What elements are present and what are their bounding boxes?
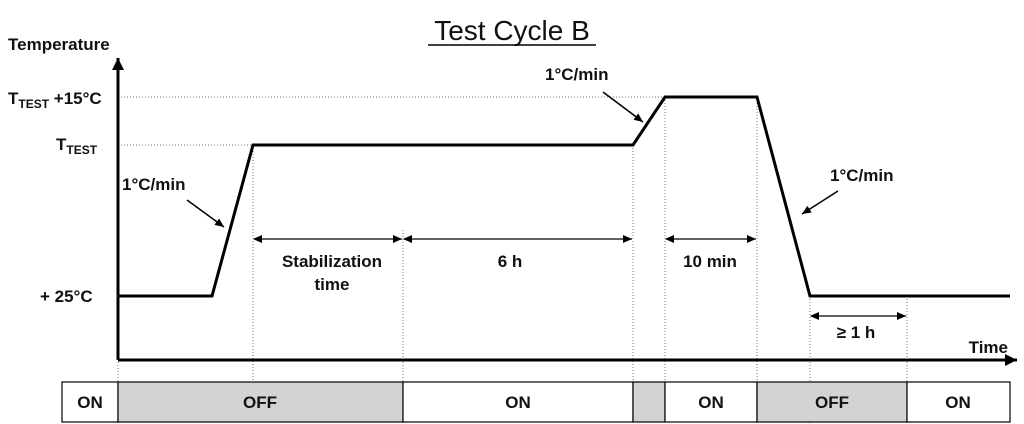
duration-10min: 10 min: [683, 252, 737, 271]
ramp-arrow-up-second: [602, 91, 644, 123]
state-cell-3: [632, 381, 666, 423]
state-cell-0: [61, 381, 119, 423]
duration-stabilization-line1: Stabilization: [282, 252, 382, 271]
y-label-ttest: TTEST: [56, 135, 98, 157]
diagram-title: Test Cycle B: [434, 15, 590, 46]
duration-1h: ≥ 1 h: [837, 323, 876, 342]
duration-stabilization-line2: time: [315, 275, 350, 294]
state-cell-5: [756, 381, 908, 423]
state-cell-6: [906, 381, 1011, 423]
ramp-arrow-up-first: [186, 199, 225, 228]
state-cell-2: [402, 381, 634, 423]
y-label-ttest-plus15: TTEST +15°C: [8, 89, 102, 111]
state-label-5: OFF: [815, 393, 849, 412]
ramp-label-down: 1°C/min: [830, 166, 893, 185]
state-label-4: ON: [698, 393, 724, 412]
state-cell-4: [664, 381, 758, 423]
ramp-label-up-first: 1°C/min: [122, 175, 185, 194]
state-cell-1: [117, 381, 404, 423]
duration-6h: 6 h: [498, 252, 523, 271]
ramp-arrow-down: [801, 190, 839, 215]
x-axis-label: Time: [969, 338, 1008, 357]
temperature-profile: [118, 95, 1010, 298]
y-axis-label: Temperature: [8, 35, 110, 54]
state-label-0: ON: [77, 393, 103, 412]
state-label-2: ON: [505, 393, 531, 412]
state-label-1: OFF: [243, 393, 277, 412]
state-label-6: ON: [945, 393, 971, 412]
ramp-label-up-second: 1°C/min: [545, 65, 608, 84]
duration-arrows: [253, 235, 906, 320]
state-bar: ON OFF ON ON OFF ON: [61, 381, 1011, 423]
y-label-base: + 25°C: [40, 287, 93, 306]
